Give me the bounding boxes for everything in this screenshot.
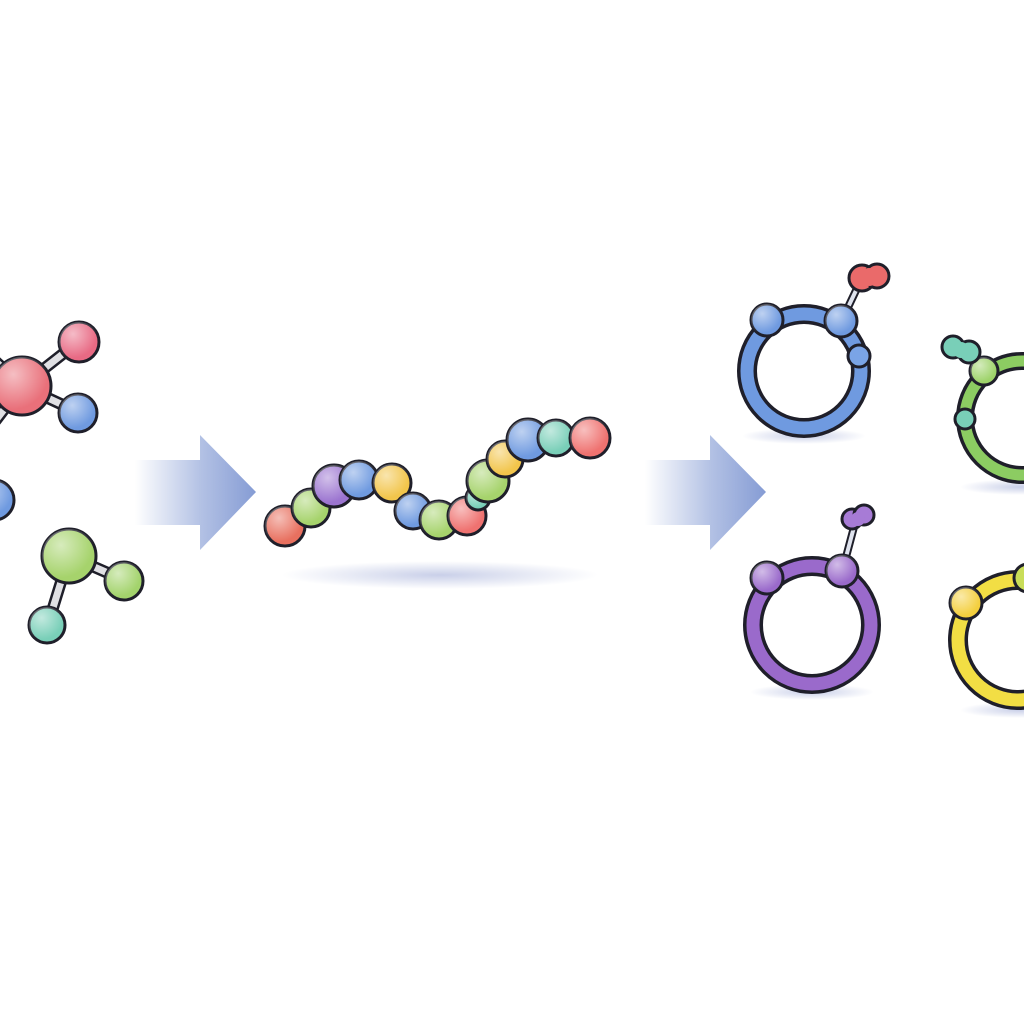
- ring-icon: [940, 334, 1024, 495]
- chain-bead-highlight: [570, 418, 610, 458]
- ring-icon: [948, 563, 1024, 718]
- chain-bead-highlight: [373, 464, 411, 502]
- monomer-group: [0, 320, 145, 645]
- ring-icon: [743, 503, 881, 700]
- ring-icon: [737, 262, 891, 444]
- right-arrow-icon: [645, 435, 766, 550]
- chain-bead-highlight: [538, 420, 574, 456]
- molecule-icon: [0, 479, 16, 521]
- molecule-icon: [27, 527, 145, 645]
- chain-shadow: [282, 561, 598, 589]
- molecule-icon: [0, 320, 101, 434]
- bead-chain-icon: [263, 416, 612, 589]
- ring-group: [737, 262, 1024, 718]
- right-arrow-icon: [135, 435, 256, 550]
- chain-bead-highlight: [340, 461, 378, 499]
